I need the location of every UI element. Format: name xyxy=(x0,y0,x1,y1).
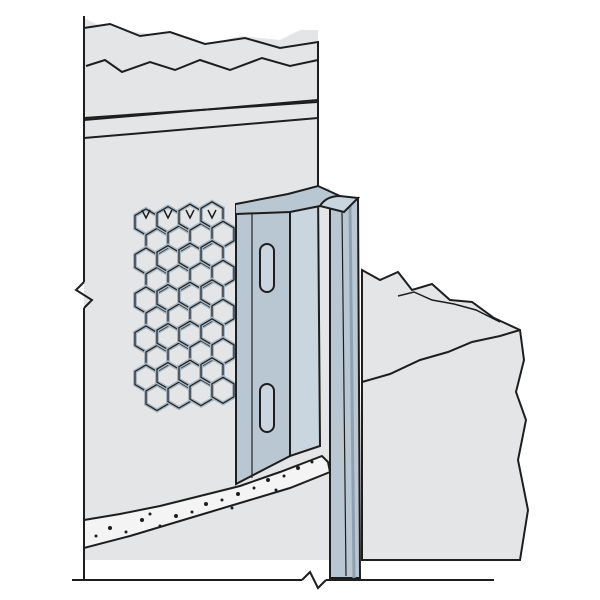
bead-nose-highlight xyxy=(341,209,347,577)
side-block-top-edge xyxy=(361,329,521,383)
bead-nose-top xyxy=(318,194,361,214)
coping-edge-line xyxy=(83,99,319,121)
floor-break-symbol xyxy=(301,570,327,590)
wall-break-symbol xyxy=(74,281,94,309)
mesh-spike xyxy=(185,209,195,220)
mesh-spike xyxy=(141,209,151,220)
side-block-rough-top xyxy=(397,291,501,323)
render-speckles xyxy=(94,460,314,538)
side-block xyxy=(361,268,530,561)
bead-front-flange xyxy=(235,198,291,486)
coping-edge-line-lower xyxy=(83,117,319,139)
bead-slot-upper xyxy=(259,243,275,293)
mesh-spike xyxy=(163,209,173,220)
expanded-mesh xyxy=(133,199,236,413)
mesh-spike xyxy=(207,209,217,220)
bead-nose-shadow xyxy=(348,205,356,579)
bead-slot-lower xyxy=(259,383,275,433)
mesh-cell-outline xyxy=(211,376,235,404)
bead-return-panel xyxy=(289,186,322,458)
coping-rough-top xyxy=(85,56,319,74)
